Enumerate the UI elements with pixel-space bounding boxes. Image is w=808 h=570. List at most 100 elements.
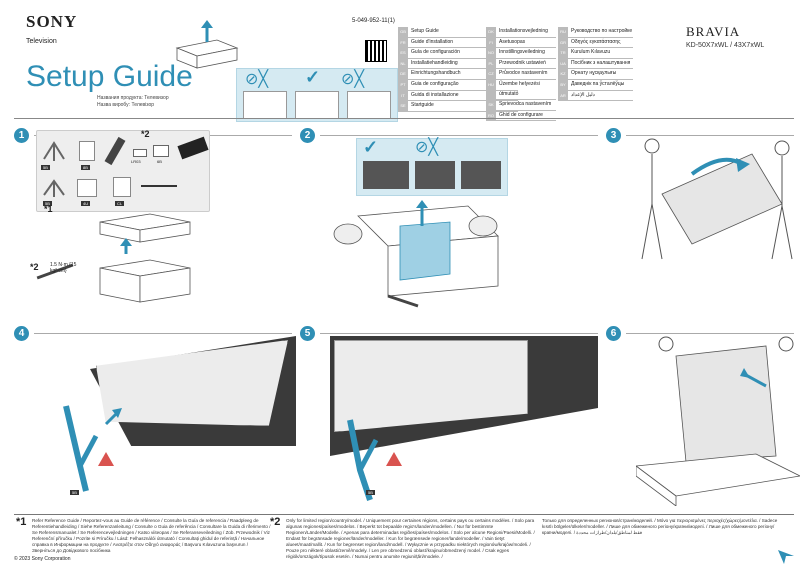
footer-divider	[14, 514, 794, 515]
screws-icon	[79, 141, 95, 161]
part-label: 4U	[81, 201, 91, 206]
caution-image	[415, 161, 455, 189]
caution-image	[347, 91, 391, 119]
part-label: 5B	[41, 165, 50, 170]
caution-image	[363, 161, 409, 189]
header-divider	[14, 118, 794, 119]
stand-tv-illustration	[636, 336, 800, 506]
page-title: Setup Guide	[26, 60, 193, 93]
footnote-1: Refer Reference Guide / Reportez-vous au…	[32, 518, 271, 553]
prohibited-icon: ⊘╳	[245, 71, 269, 88]
stand-leg-icon	[43, 179, 65, 197]
step-rule	[626, 333, 794, 334]
battery-icon	[133, 149, 147, 157]
remote-icon	[177, 136, 209, 160]
caution-image	[243, 91, 287, 119]
unpack-illustration	[333, 200, 499, 308]
brand-logo: SONY	[26, 12, 78, 31]
step-rule	[626, 135, 794, 136]
footnote-2: Only for limited region/country/model. /…	[286, 518, 535, 559]
copyright: © 2023 Sony Corporation	[14, 556, 71, 562]
step-badge-6: 6	[606, 326, 621, 341]
part-label: 5B	[70, 490, 79, 495]
footnote-mark-2: *2	[30, 262, 39, 272]
remote-icon	[104, 136, 126, 166]
prohibited-icon: ⊘╳	[341, 71, 365, 88]
parts-tray: 5B 8B LR03 6B *2 5B 4U CL	[36, 129, 210, 212]
torque-spec: 1.5 N·m {15 kgf·cm}	[50, 262, 77, 274]
part-label: 5B	[43, 201, 52, 206]
part-label: 5B	[366, 490, 375, 495]
part-label: CL	[115, 201, 125, 206]
step-badge-4: 4	[14, 326, 29, 341]
step-rule	[320, 135, 598, 136]
subtitles: Названия продукта: Телевизор Назва вироб…	[97, 95, 197, 108]
clamp-icon	[113, 177, 131, 197]
box-lift-illustration	[175, 20, 239, 69]
tv-back-panel	[334, 340, 528, 432]
power-cord-icon	[141, 185, 177, 187]
caution-image	[295, 91, 339, 119]
part-label: LR03	[131, 159, 141, 164]
step-badge-5: 5	[300, 326, 315, 341]
model-numbers: KD-50X7xWL / 43X7xWL	[686, 42, 765, 49]
step-rule	[320, 333, 598, 334]
step-rule	[34, 333, 292, 334]
prohibited-icon: ⊘╳	[415, 139, 439, 156]
model-family: BRAVIA	[686, 24, 741, 39]
check-icon: ✓	[363, 137, 379, 157]
caution-icon	[98, 452, 114, 466]
footnote-mark-2: *2	[141, 129, 150, 139]
footnote-mark-1: *1	[16, 516, 27, 528]
subtitle-ua: Назва виробу: Телевізор	[97, 101, 155, 108]
caution-image	[461, 161, 501, 189]
caution-icon	[386, 452, 402, 466]
check-icon: ✓	[305, 67, 321, 87]
step-badge-3: 3	[606, 128, 621, 143]
tv-box-illustration	[99, 213, 191, 303]
part-label: 6B	[157, 159, 162, 164]
part-number: 5-049-952-11(1)	[352, 18, 395, 24]
qr-code-icon[interactable]	[365, 40, 387, 62]
lift-tv-illustration	[641, 138, 793, 260]
sony-corner-icon	[778, 550, 794, 564]
step-badge-1: 1	[14, 128, 29, 143]
footnote-2-continued: Только для определенных регионов/стран/м…	[542, 518, 778, 535]
screws-icon	[77, 179, 97, 197]
footnote-mark-1: *1	[44, 204, 53, 214]
subtitle-ru: Названия продукта: Телевизор	[97, 95, 169, 101]
footnote-mark-2: *2	[270, 516, 281, 528]
part-label: 8B	[81, 165, 90, 170]
cable-clip-icon	[153, 145, 169, 157]
cushion-caution: ✓ ⊘╳	[356, 137, 508, 196]
step-badge-2: 2	[300, 128, 315, 143]
stand-leg-icon	[43, 141, 65, 161]
attach-stand-illustration	[63, 405, 122, 492]
